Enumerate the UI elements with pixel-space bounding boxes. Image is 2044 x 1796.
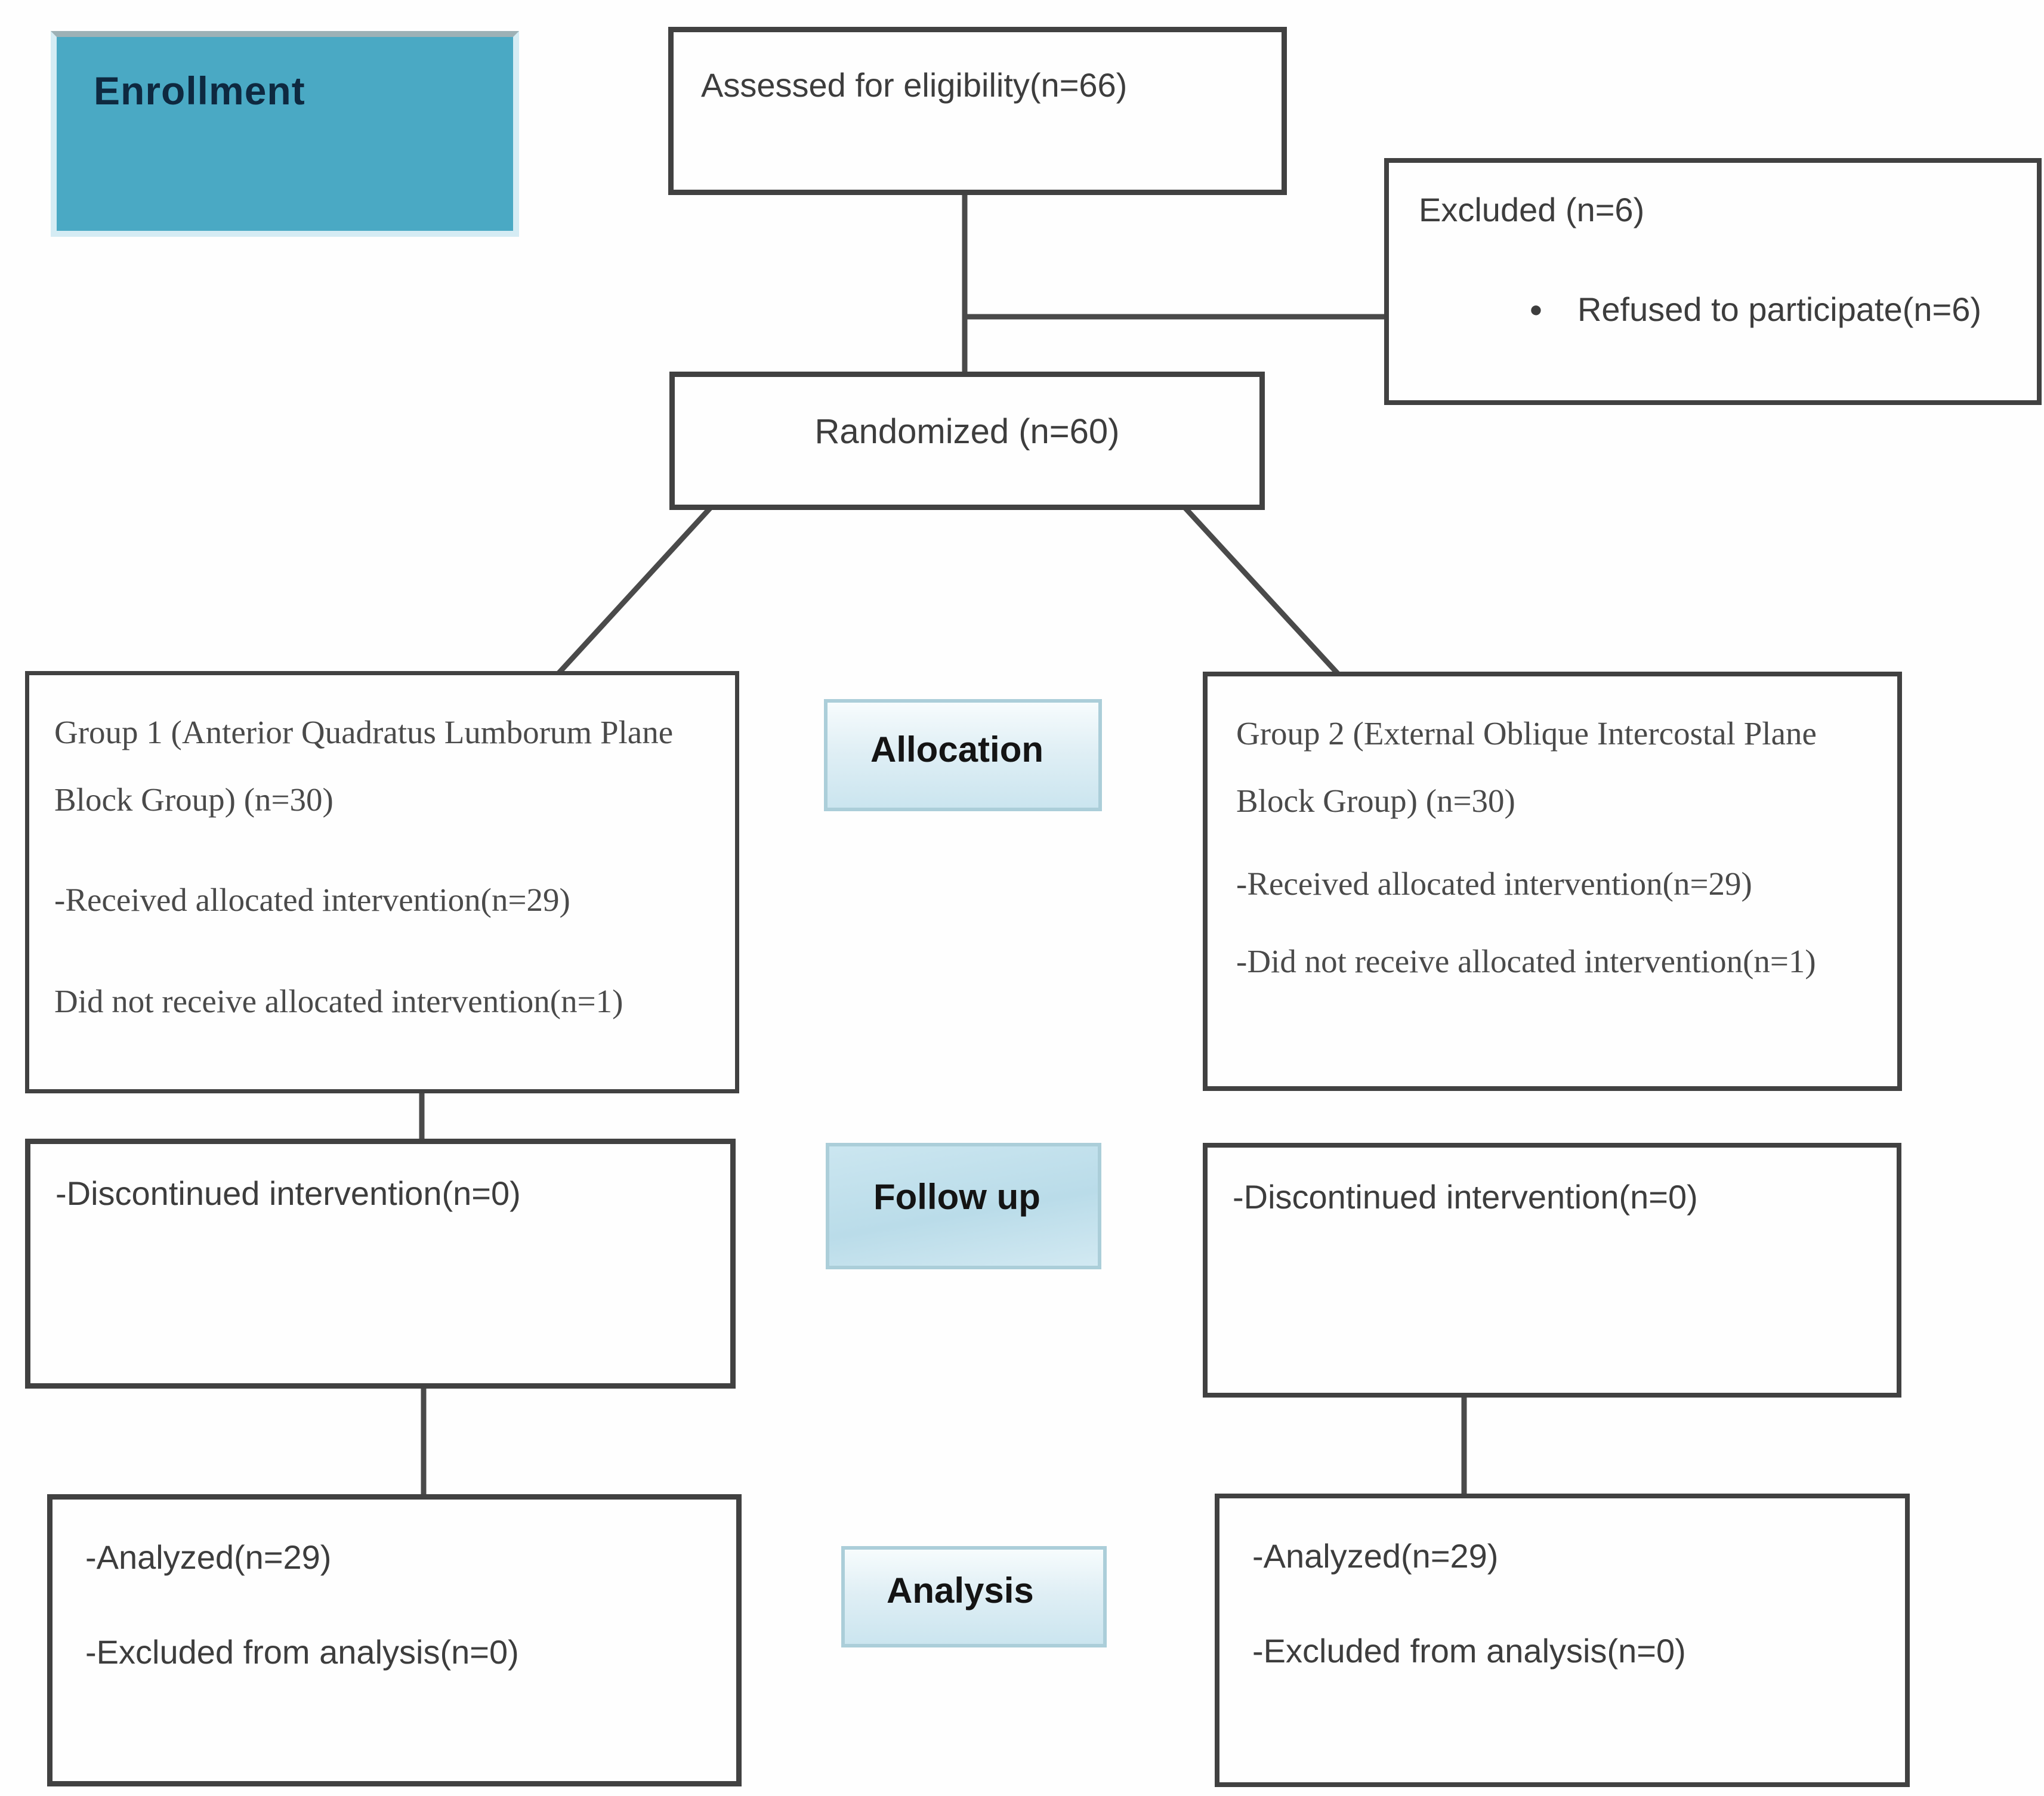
followup-left-text: -Discontinued intervention(n=0) (55, 1174, 521, 1212)
followup-right-text: -Discontinued intervention(n=0) (1233, 1178, 1698, 1216)
analysis-stage-text: Analysis (887, 1571, 1034, 1610)
group2-allocation-box: Group 2 (External Oblique Intercostal Pl… (1203, 672, 1902, 1091)
group1-not-received-text: Did not receive allocated intervention(n… (54, 983, 623, 1020)
analysis-stage-label: Analysis (841, 1546, 1107, 1647)
group2-received-text: -Received allocated intervention(n=29) (1236, 865, 1752, 902)
bullet-icon: ● (1529, 296, 1543, 322)
assessed-for-eligibility-box: Assessed for eligibility(n=66) (668, 27, 1287, 195)
excluded-title: Excluded (n=6) (1419, 191, 1645, 228)
followup-left-box: -Discontinued intervention(n=0) (25, 1139, 736, 1389)
allocation-stage-text: Allocation (870, 729, 1044, 769)
analysis-right-box: -Analyzed(n=29) -Excluded from analysis(… (1215, 1494, 1910, 1787)
allocation-stage-label: Allocation (824, 699, 1102, 811)
enrollment-stage-box: Enrollment (51, 31, 519, 237)
followup-stage-label: Follow up (826, 1143, 1101, 1269)
group1-received-text: -Received allocated intervention(n=29) (54, 881, 570, 918)
analysis-left-analyzed-text: -Analyzed(n=29) (85, 1538, 332, 1576)
randomized-box: Randomized (n=60) (669, 372, 1265, 510)
followup-right-box: -Discontinued intervention(n=0) (1203, 1143, 1901, 1398)
connector-randomized-to-group2 (1182, 505, 1341, 676)
excluded-box: Excluded (n=6) ● Refused to participate(… (1384, 158, 2042, 405)
analysis-left-excluded-text: -Excluded from analysis(n=0) (85, 1633, 519, 1671)
group2-title: Group 2 (External Oblique Intercostal Pl… (1236, 715, 1817, 819)
analysis-left-box: -Analyzed(n=29) -Excluded from analysis(… (47, 1494, 742, 1786)
followup-stage-text: Follow up (873, 1177, 1040, 1217)
group1-allocation-box: Group 1 (Anterior Quadratus Lumborum Pla… (25, 671, 739, 1093)
group1-title: Group 1 (Anterior Quadratus Lumborum Pla… (54, 714, 674, 818)
analysis-right-excluded-text: -Excluded from analysis(n=0) (1252, 1632, 1686, 1670)
assessed-text: Assessed for eligibility(n=66) (701, 66, 1128, 104)
enrollment-stage-label: Enrollment (94, 69, 305, 113)
group2-not-received-text: -Did not receive allocated intervention(… (1236, 943, 1816, 980)
randomized-text: Randomized (n=60) (814, 412, 1120, 451)
connector-randomized-to-group1 (555, 505, 714, 676)
analysis-right-analyzed-text: -Analyzed(n=29) (1252, 1537, 1499, 1575)
excluded-bullet-line: ● Refused to participate(n=6) (1529, 290, 2037, 329)
excluded-bullet-text: Refused to participate(n=6) (1577, 290, 1982, 328)
